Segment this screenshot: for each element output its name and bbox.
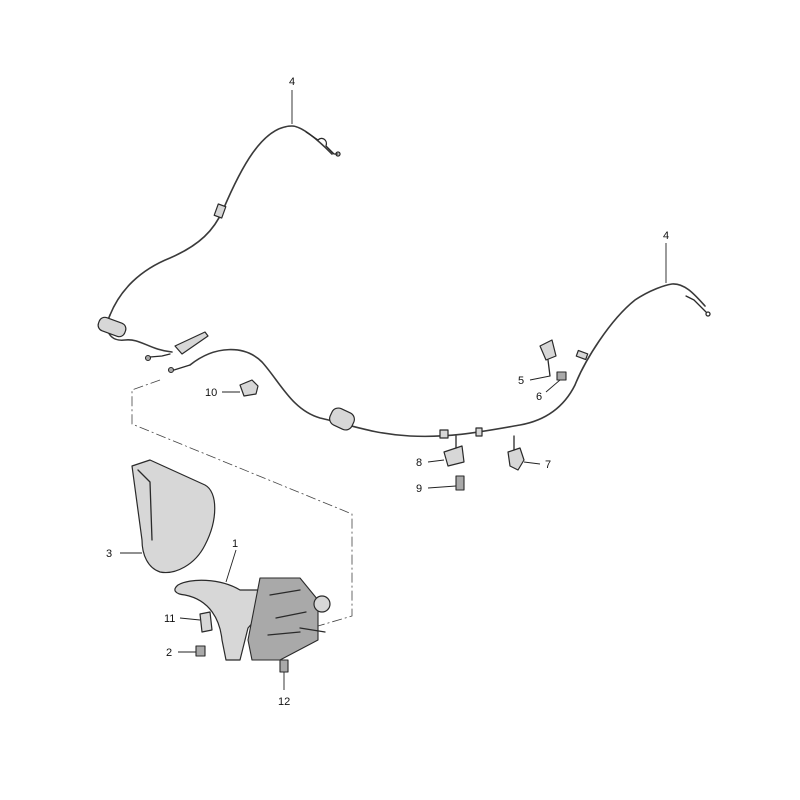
brake-cable-left (97, 125, 341, 374)
callout-4a: 4 (289, 76, 295, 88)
bolt-6 (545, 371, 567, 393)
cable-bracket-8 (427, 435, 465, 467)
callout-6: 6 (536, 391, 542, 403)
callout-12: 12 (278, 696, 290, 708)
callout-3: 3 (106, 548, 112, 560)
callout-9: 9 (416, 483, 422, 495)
clip-11 (179, 611, 213, 633)
callout-2: 2 (166, 647, 172, 659)
callout-4b: 4 (663, 230, 669, 242)
brake-cable-right (189, 283, 711, 439)
callout-8: 8 (416, 457, 422, 469)
bolt-12 (279, 659, 289, 690)
lever-boot-3 (120, 459, 216, 574)
bolt-9 (427, 475, 465, 491)
cable-bracket-5 (529, 339, 557, 381)
callout-5: 5 (518, 375, 524, 387)
callout-11: 11 (164, 613, 175, 625)
callout-10: 10 (205, 387, 217, 399)
cable-clip-10 (222, 379, 259, 397)
parking-brake-lever-1 (174, 549, 331, 661)
cable-clamp-7 (507, 435, 541, 471)
nut-2 (178, 645, 206, 657)
assembly-reference-line (131, 379, 353, 627)
callout-1: 1 (232, 538, 238, 550)
callout-7: 7 (545, 459, 551, 471)
